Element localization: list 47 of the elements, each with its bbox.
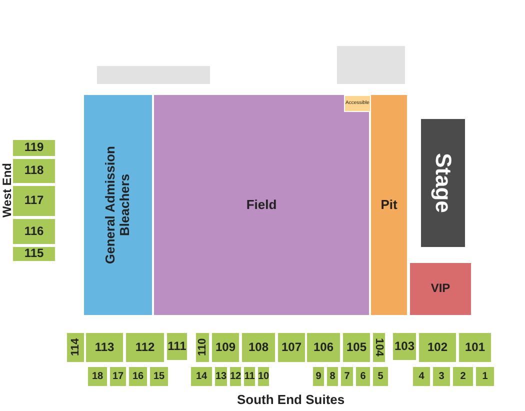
seating-section: 101 [458,332,492,363]
suite-section: 18 [87,366,108,387]
seating-section: 119 [12,139,56,157]
suite-section: 10 [257,366,270,387]
suite-section: 14 [190,366,213,387]
seating-section: 112 [125,332,165,363]
suite-section: 6 [355,366,371,387]
seating-section: 113 [85,332,124,363]
suite-section: 8 [326,366,339,387]
suite-section: 2 [452,366,474,387]
blank-area [336,45,406,85]
area-label: West End [0,163,14,218]
seating-section: 110 [195,332,210,363]
area-label: South End Suites [237,392,345,407]
pit-area: Pit [370,94,408,316]
stage: Stage [420,118,466,248]
seating-section: 104 [372,332,386,363]
seating-section: 107 [277,332,306,363]
suite-section: 13 [214,366,228,387]
suite-section: 9 [312,366,325,387]
field-area [153,94,370,316]
seating-section: 108 [241,332,276,363]
seating-section: 102 [418,332,457,363]
seating-section: 114 [66,332,85,363]
seating-section: 117 [12,185,56,217]
seating-section: 105 [342,332,371,363]
suite-section: 17 [109,366,127,387]
seating-section: 106 [306,332,341,363]
suite-section: 12 [229,366,242,387]
suite-section: 16 [128,366,148,387]
seating-section: 118 [12,158,56,184]
blank-area [96,65,211,85]
suite-section: 11 [243,366,256,387]
vip-section: VIP [409,262,472,316]
seating-section: 115 [12,246,56,262]
seating-section: 109 [211,332,240,363]
bleachers-section: General Admission Bleachers [83,94,153,316]
seating-section: 111 [166,332,188,361]
field-area-label: Field [246,198,277,212]
suite-section: 7 [340,366,354,387]
suite-section: 3 [432,366,451,387]
suite-section: 1 [475,366,495,387]
suite-section: 5 [372,366,389,387]
suite-section: 15 [149,366,169,387]
seating-section: 103 [392,332,417,361]
suite-section: 4 [412,366,431,387]
seating-section: 116 [12,218,56,245]
